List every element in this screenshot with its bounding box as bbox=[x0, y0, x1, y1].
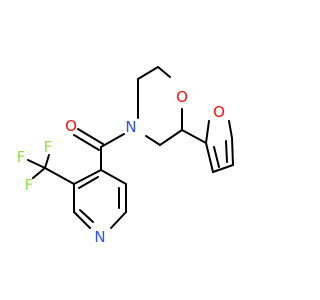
atom-label-f-3: F bbox=[25, 176, 34, 194]
bond-furan-c4-c3 bbox=[212, 164, 234, 173]
bond-morpholine-c3-c4 bbox=[159, 129, 183, 146]
atom-label-o-carbonyl: O bbox=[65, 117, 77, 135]
bond-cf3-f1 bbox=[44, 154, 50, 169]
bond-pyridine-c4-c3-inner bbox=[78, 176, 99, 189]
bond-pyridine-n-c6 bbox=[110, 211, 127, 229]
bond-pyridine-c2-n bbox=[73, 211, 91, 229]
atom-label-f-2: F bbox=[17, 148, 26, 166]
bond-morpholine-c1-c2 bbox=[137, 66, 159, 80]
bond-carbonyl-n bbox=[100, 133, 125, 148]
molecule-structure: O N O O N F F F bbox=[17, 66, 234, 246]
bond-furan-o-c5 bbox=[228, 120, 233, 139]
bond-furan-c3-c2 bbox=[205, 142, 214, 173]
bond-furan-c5-c4-inner bbox=[225, 140, 228, 163]
atom-label-f-1: F bbox=[44, 138, 53, 156]
bond-cf3-f3 bbox=[32, 167, 46, 179]
atom-label-n-morpholine: N bbox=[125, 118, 136, 136]
bond-morpholine-furan bbox=[181, 129, 207, 144]
bond-pyridine-c5-c4 bbox=[100, 169, 127, 185]
atom-label-n-pyridine: N bbox=[94, 228, 105, 246]
bond-furan-c2-o bbox=[205, 120, 210, 144]
bond-layer bbox=[27, 66, 234, 229]
bond-furan-c5-c4 bbox=[231, 137, 234, 166]
bond-carbonyl-co-2 bbox=[73, 134, 100, 151]
atom-label-o-furan: O bbox=[213, 103, 225, 121]
bond-pyridine-c4-c3 bbox=[73, 169, 102, 185]
bond-morpholine-c2-o bbox=[157, 66, 171, 78]
bond-carbonyl-co-1 bbox=[77, 128, 104, 145]
bond-pyridine-cf3 bbox=[44, 167, 75, 185]
bond-cf3-f2 bbox=[27, 159, 46, 169]
bond-pyridine-c2-n-inner bbox=[79, 209, 94, 223]
atom-label-o-morpholine: O bbox=[176, 88, 188, 106]
bond-morpholine-c4-n bbox=[145, 135, 161, 146]
bond-furan-c3-c2-inner bbox=[213, 146, 220, 168]
atom-label-layer: O N O O N F F F bbox=[17, 88, 225, 246]
